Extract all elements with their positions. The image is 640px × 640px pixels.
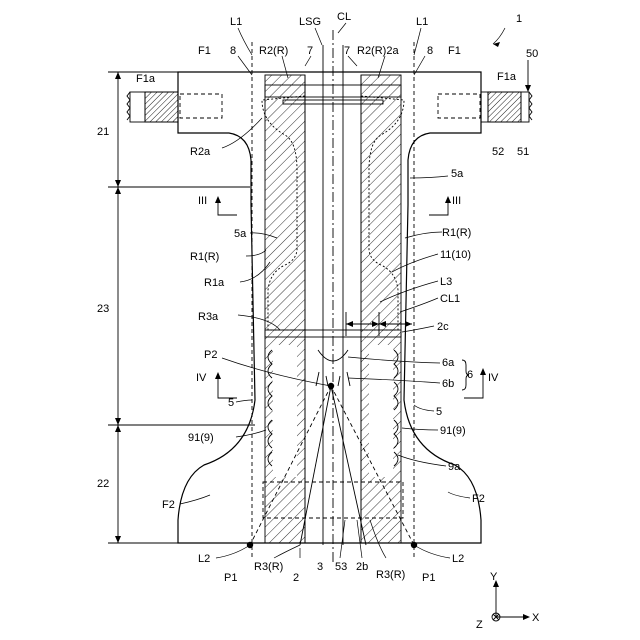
label-53: 53 [335, 561, 347, 573]
label-III-left: III [198, 195, 207, 207]
label-91-9-right: 91(9) [440, 425, 466, 437]
label-figure-number: 1 [516, 13, 522, 25]
label-5a-left: 5a [234, 228, 247, 240]
label-axis-Y: Y [490, 571, 498, 583]
label-5-left: 5 [228, 397, 234, 409]
label-50: 50 [526, 48, 538, 60]
label-6b: 6b [442, 378, 454, 390]
left-fastening-tape [127, 92, 222, 122]
label-F1-right: F1 [448, 45, 461, 57]
axis-indicator [492, 580, 530, 621]
label-axis-Z: Z [476, 619, 483, 631]
label-L1-right: L1 [416, 16, 428, 28]
label-LSG: LSG [299, 16, 321, 28]
label-3: 3 [317, 561, 323, 573]
label-51: 51 [517, 146, 529, 158]
label-9a: 9a [448, 461, 461, 473]
label-F1a-left: F1a [136, 73, 156, 85]
leader-lines [180, 23, 505, 558]
label-L1-left: L1 [230, 16, 242, 28]
label-III-right: III [452, 195, 461, 207]
label-P1-left: P1 [224, 572, 237, 584]
label-22: 22 [97, 478, 109, 490]
label-2b: 2b [356, 561, 368, 573]
label-L2-right: L2 [452, 553, 464, 565]
label-CL1: CL1 [440, 293, 460, 305]
label-11-10: 11(10) [440, 249, 471, 261]
label-5-right: 5 [436, 406, 442, 418]
label-R2a: R2a [190, 146, 211, 158]
label-2: 2 [293, 572, 299, 584]
label-8-right: 8 [427, 45, 433, 57]
label-R1R-left: R1(R) [190, 251, 219, 263]
label-F2-right: F2 [472, 493, 485, 505]
label-CL: CL [337, 11, 351, 23]
right-fastening-tape [438, 92, 532, 122]
label-52: 52 [492, 146, 504, 158]
label-IV-right: IV [488, 372, 499, 384]
label-7-left: 7 [307, 45, 313, 57]
label-R3a: R3a [198, 311, 219, 323]
label-R1R-right: R1(R) [442, 227, 471, 239]
label-axis-X: X [532, 612, 540, 624]
label-L3: L3 [440, 276, 452, 288]
label-P1-right: P1 [422, 572, 435, 584]
label-7-right: 7 [344, 45, 350, 57]
label-21: 21 [97, 126, 109, 138]
label-F1a-right: F1a [497, 71, 517, 83]
label-R2R-right: R2(R)2a [357, 45, 399, 57]
label-F1-left: F1 [198, 45, 211, 57]
label-IV-left: IV [196, 372, 207, 384]
label-23: 23 [97, 303, 109, 315]
label-2c: 2c [437, 321, 449, 333]
label-91-9-left: 91(9) [188, 432, 214, 444]
label-F2-left: F2 [162, 499, 175, 511]
label-6a: 6a [442, 357, 455, 369]
label-R3R-left: R3(R) [254, 561, 283, 573]
label-R3R-right: R3(R) [376, 569, 405, 581]
label-L2-left: L2 [198, 553, 210, 565]
label-R1a: R1a [204, 277, 225, 289]
product-outline [178, 72, 481, 543]
label-8-left: 8 [230, 45, 236, 57]
label-5a-right: 5a [451, 168, 464, 180]
label-P2: P2 [204, 349, 217, 361]
label-R2R-left: R2(R) [259, 45, 288, 57]
